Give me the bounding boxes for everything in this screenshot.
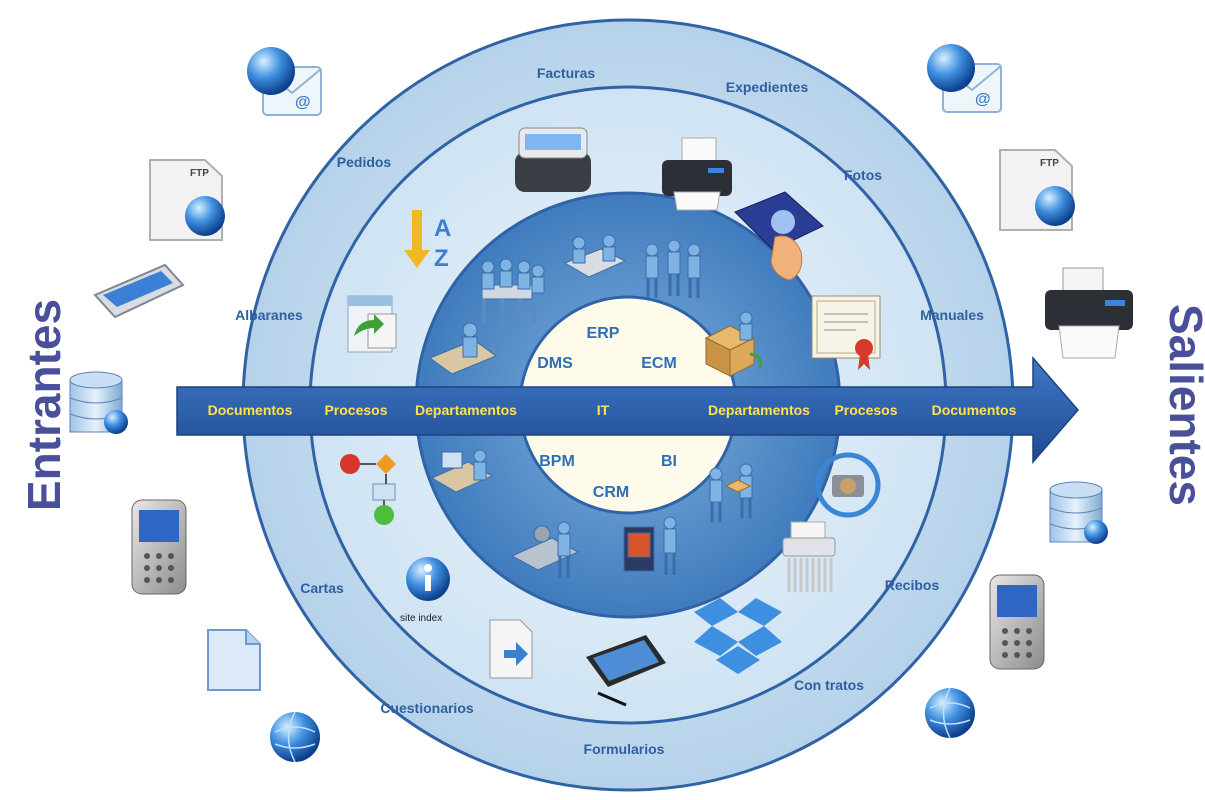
arrow-label-documentos-right: Documentos (932, 402, 1017, 418)
ring-label-albaranes: Albaranes (235, 307, 303, 323)
ring-label-formularios: Formularios (584, 741, 665, 757)
ring-label-facturas: Facturas (537, 65, 596, 81)
side-label-salientes: Salientes (1160, 304, 1205, 506)
ring-label-cuestionarios: Cuestionarios (380, 700, 474, 716)
arrow-label-procesos-right: Procesos (834, 402, 897, 418)
meeting-people-icon (481, 258, 545, 325)
ftp-label-right: FTP (1040, 158, 1059, 169)
ring-label-pedidos: Pedidos (337, 154, 392, 170)
shredder-icon (782, 521, 836, 592)
ring-label-fotos: Fotos (844, 167, 882, 183)
handshake-icon (709, 463, 753, 522)
arrow-label-departamentos-left: Departamentos (415, 402, 517, 418)
core-label-bi: BI (661, 453, 677, 470)
arrow-label-departamentos-right: Departamentos (708, 402, 810, 418)
team-icon (645, 239, 701, 298)
fingerprint-icon (734, 191, 824, 281)
workflow-icon (340, 454, 396, 525)
arrow-label-documentos-left: Documentos (208, 402, 293, 418)
ring-label-recibos: Recibos (885, 577, 940, 593)
globe-icon-right (925, 687, 975, 739)
presentation-icon (623, 516, 677, 575)
globe-icon (270, 711, 320, 763)
office-workers-icon (563, 234, 627, 278)
core-label-crm: CRM (593, 484, 629, 501)
mobile-phone-icon (131, 499, 187, 595)
email-at-symbol-right: @ (975, 91, 991, 108)
ftp-icon-right: FTP (999, 149, 1075, 231)
factory-worker-icon (510, 521, 580, 578)
import-document-icon (347, 295, 397, 353)
desk-worker-icon (428, 322, 498, 375)
backup-icon (815, 452, 881, 518)
core-label-erp: ERP (587, 325, 620, 342)
ring-label-expedientes: Expedientes (726, 79, 809, 95)
certificate-icon (811, 295, 881, 370)
sort-letter-a: A (434, 215, 451, 242)
document-icon (207, 629, 261, 691)
dropbox-icon (694, 598, 782, 674)
email-icon: @ (247, 47, 322, 116)
printer-icon (662, 137, 732, 211)
printer-icon-right (1045, 267, 1133, 359)
email-at-symbol: @ (295, 94, 311, 111)
ring-label-cartas: Cartas (300, 580, 344, 596)
arrow-label-it: IT (597, 402, 610, 418)
delivery-box-icon (704, 311, 763, 377)
database-icon-right (1049, 481, 1108, 544)
scanner-icon (93, 263, 185, 319)
database-icon (69, 371, 128, 434)
core-label-ecm: ECM (641, 355, 677, 372)
mobile-phone-icon-right (989, 574, 1045, 670)
ftp-icon: FTP (149, 159, 225, 241)
core-label-bpm: BPM (539, 453, 575, 470)
ftp-label: FTP (190, 168, 209, 179)
core-label-dms: DMS (537, 355, 573, 372)
arrow-label-procesos-left: Procesos (324, 402, 387, 418)
info-icon: site index (400, 557, 450, 624)
tablet-icon (586, 635, 666, 707)
flow-arrow (176, 355, 1079, 465)
ring-label-contratos: Con tratos (794, 677, 864, 693)
side-label-entrantes: Entrantes (18, 299, 70, 511)
site-index-label: site index (400, 613, 442, 624)
computer-user-icon (430, 449, 494, 493)
ring-label-manuales: Manuales (920, 307, 984, 323)
sort-letter-z: Z (434, 245, 449, 272)
sort-icon: A Z (404, 210, 451, 272)
export-document-icon (489, 619, 533, 679)
email-icon-right: @ (927, 44, 1002, 113)
flatbed-scanner-icon (515, 127, 591, 192)
